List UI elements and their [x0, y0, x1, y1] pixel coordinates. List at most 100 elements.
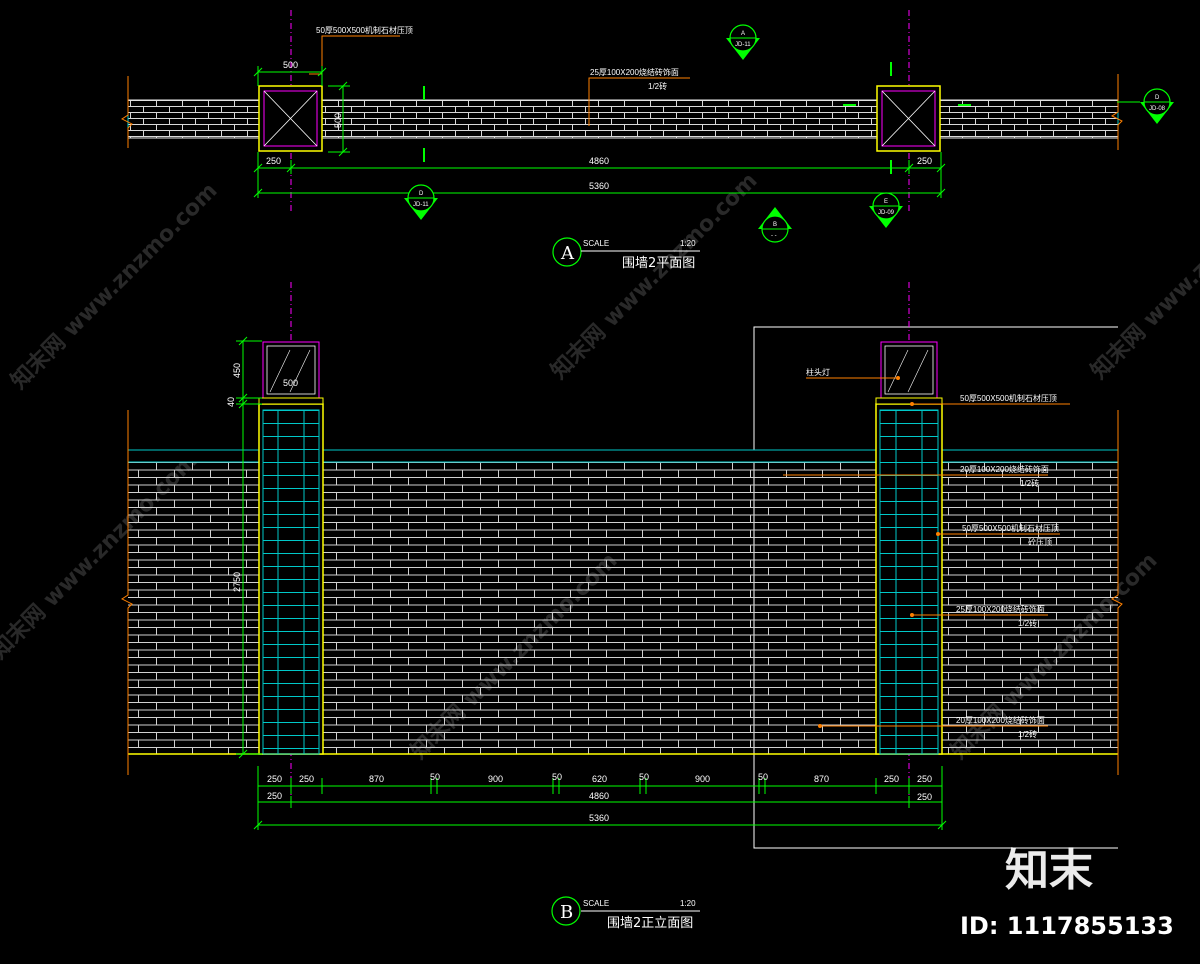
elevation-dim-middle-label: 4860 — [589, 791, 609, 801]
leader-dot — [910, 402, 914, 406]
elevation-leaders — [783, 377, 1070, 727]
section-marker-bottom: - - — [771, 233, 777, 239]
elevation-wall-right — [942, 462, 1118, 754]
plan-dim-right-label: 250 — [917, 156, 932, 166]
elevation-segment-label: 50 — [552, 772, 562, 782]
plan-wall-left — [127, 99, 261, 139]
elevation-segment-label: 50 — [758, 772, 768, 782]
elevation-note-wall2-line1: 25厚100X200烧结砖饰面 — [956, 604, 1045, 614]
plan-dim-chain-2 — [253, 188, 946, 198]
elevation-view: 柱头灯 50厚500X500机制石材压顶 20厚100X200烧结砖饰面 1/2… — [121, 282, 1123, 931]
section-marker-top: A — [741, 31, 745, 37]
plan-title-letter: A — [560, 243, 575, 264]
brand-logo-text: 知末 — [1005, 845, 1093, 896]
plan-break-right — [1111, 74, 1123, 150]
elevation-note-pier-line2: 砼压顶 — [1028, 537, 1052, 547]
watermark-tile: 知末网 www.znzmo.com — [1086, 168, 1200, 385]
plan-top-note-leader — [309, 35, 400, 75]
elevation-wall-left — [128, 462, 259, 754]
section-marker-top: D — [1155, 95, 1160, 101]
section-marker-bottom: JD-11 — [735, 42, 751, 48]
section-marker: D JD-11 — [404, 184, 438, 220]
elevation-break-right — [1111, 410, 1123, 775]
elevation-scale-label: SCALE — [583, 899, 609, 908]
plan-dim-chain-1 — [253, 152, 946, 198]
elevation-title: 围墙2正立面图 — [607, 916, 693, 931]
plan-dim-left-label: 250 — [266, 156, 281, 166]
elevation-dim-left-label: 250 — [267, 791, 282, 801]
section-marker-top: E — [884, 199, 888, 205]
plan-scale-value: 1:20 — [680, 239, 696, 248]
plan-break-left — [121, 76, 133, 148]
plan-dim-pier-depth — [328, 81, 350, 157]
elevation-title-circle — [551, 896, 581, 926]
elevation-vertical-dims — [236, 336, 262, 759]
plan-cut-marks — [423, 62, 971, 174]
leader-dot — [910, 613, 914, 617]
elevation-note-wall1-line2: 1/2砖 — [1020, 478, 1039, 488]
plan-dim-pier-width — [253, 66, 327, 86]
elevation-note-wall1-line1: 20厚100X200烧结砖饰面 — [960, 464, 1049, 474]
elevation-segment-label: 250 — [267, 774, 282, 784]
elevation-segment-label: 250 — [884, 774, 899, 784]
watermark-tile: 知末网 www.znzmo.com — [6, 178, 223, 395]
elevation-segment-label: 900 — [488, 774, 503, 784]
elevation-segment-label: 900 — [695, 774, 710, 784]
section-marker: D JD-08 — [1117, 88, 1174, 124]
elevation-wall-middle — [323, 462, 876, 754]
plan-pier-right — [876, 85, 941, 152]
plan-wall-note-leader — [588, 77, 690, 126]
elevation-dim-chain-1 — [257, 766, 943, 830]
plan-top-note: 50厚500X500机制石材压顶 — [316, 25, 413, 35]
elevation-segment-label: 250 — [299, 774, 314, 784]
section-markers: A JD-11 D JD-08 D JD-11 E JD-09 — [404, 24, 1174, 243]
elevation-dim-right-label: 250 — [917, 792, 932, 802]
elevation-segment-label: 620 — [592, 774, 607, 784]
elevation-segment-label: 50 — [430, 772, 440, 782]
elevation-scale-value: 1:20 — [680, 899, 696, 908]
elevation-segment-label: 50 — [639, 772, 649, 782]
plan-wall-note-line2: 1/2砖 — [648, 81, 667, 91]
plan-wall-note-line1: 25厚100X200烧结砖饰面 — [590, 67, 679, 77]
elevation-segment-label: 250 — [917, 774, 932, 784]
plan-dim-total-label: 5360 — [589, 181, 609, 191]
leader-dot — [936, 532, 940, 536]
plan-scale-label: SCALE — [583, 239, 609, 248]
section-marker-top: D — [419, 191, 424, 197]
plan-pier-left — [258, 85, 323, 152]
section-marker-bottom: JD-09 — [878, 210, 895, 216]
elevation-wall-cap-middle — [322, 449, 877, 463]
plan-title: 围墙2平面图 — [622, 256, 695, 271]
elevation-note-wall3-line2: 1/2砖 — [1018, 729, 1037, 739]
elevation-dim-total-label: 5360 — [589, 813, 609, 823]
elevation-break-left — [121, 410, 133, 775]
elevation-note-lamp: 柱头灯 — [806, 367, 830, 377]
elevation-note-wall3-line1: 20厚100X200烧结砖饰面 — [956, 715, 1045, 725]
elevation-note-cap: 50厚500X500机制石材压顶 — [960, 393, 1057, 403]
brand-watermark: 知末 ID: 1117855133 — [960, 845, 1174, 940]
leader-dot — [818, 724, 822, 728]
elevation-pier-left — [258, 341, 324, 755]
elevation-note-pier-line1: 50厚500X500机制石材压顶 — [962, 523, 1059, 533]
elevation-dim-2750: 2750 — [232, 572, 242, 592]
section-marker-top: B — [773, 222, 777, 228]
elevation-dim-chain-2 — [258, 796, 942, 808]
plan-wall-middle — [321, 99, 879, 139]
elevation-pier-right — [875, 341, 943, 755]
section-marker: B - - — [758, 207, 792, 243]
plan-dim-pier-depth-label: 500 — [333, 113, 343, 128]
elevation-dim-450: 450 — [232, 363, 242, 378]
watermark-id: ID: 1117855133 — [960, 912, 1174, 940]
elevation-wall-cap-right — [941, 449, 1119, 463]
section-marker: A JD-11 — [726, 24, 760, 60]
plan-dim-middle-label: 4860 — [589, 156, 609, 166]
leader-dot — [896, 376, 900, 380]
watermark-tile: 知末网 www.znzmo.com — [546, 168, 763, 385]
elevation-dim-40: 40 — [226, 397, 236, 407]
elevation-note-wall2-line2: 1/2砖 — [1018, 618, 1037, 628]
elevation-segment-label: 870 — [814, 774, 829, 784]
plan-dim-pier-width-label: 500 — [283, 60, 298, 70]
elevation-title-letter: B — [560, 902, 573, 923]
plan-title-circle — [552, 237, 582, 267]
